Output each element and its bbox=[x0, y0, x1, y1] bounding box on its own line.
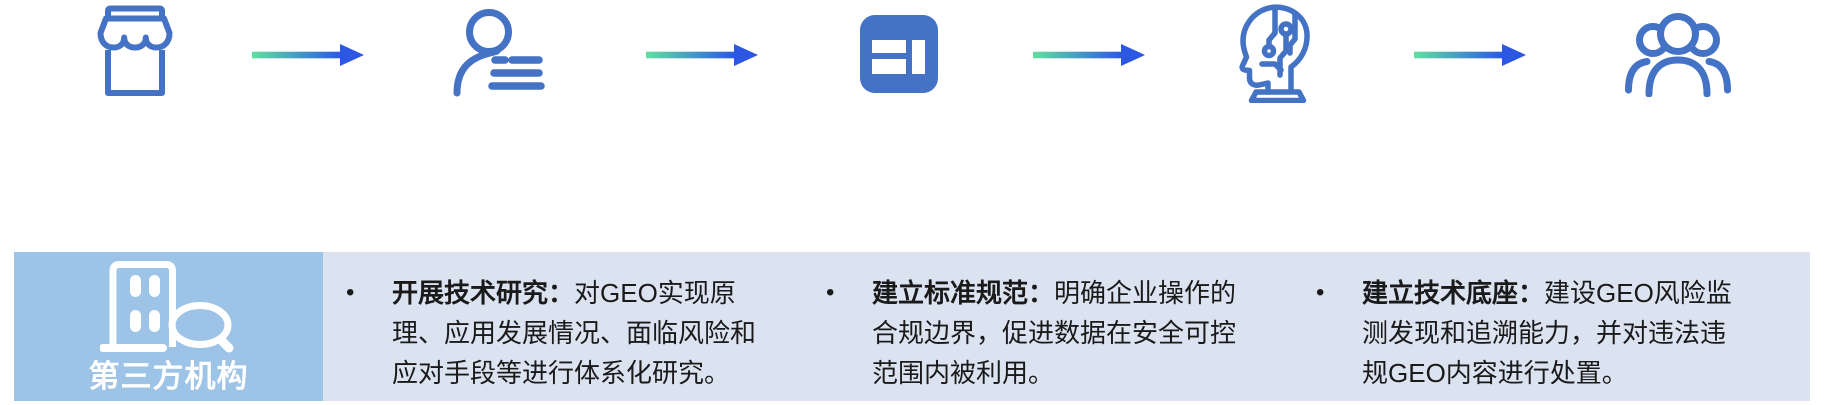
bullet-text: 建立标准规范：明确企业操作的合规边界，促进数据在安全可控范围内被利用。 bbox=[872, 273, 1248, 393]
ai-head-icon bbox=[1239, 4, 1310, 103]
bullet-body: 对GEO实现原理、应用发展情况、面临风险和应对手段等进行体系化研究。 bbox=[392, 278, 757, 388]
bullet-text: 建立技术底座：建设GEO风险监测发现和追溯能力，并对违法违规GEO内容进行处置。 bbox=[1362, 273, 1738, 393]
flow-arrow-4 bbox=[1414, 44, 1526, 66]
bullet-item-research: • 开展技术研究：对GEO实现原理、应用发展情况、面临风险和应对手段等进行体系化… bbox=[346, 273, 768, 393]
storefront-icon bbox=[97, 5, 173, 96]
bullet-item-tech-base: • 建立技术底座：建设GEO风险监测发现和追溯能力，并对违法违规GEO内容进行处… bbox=[1316, 273, 1738, 393]
browser-window-icon bbox=[860, 15, 938, 93]
bullet-marker: • bbox=[826, 279, 835, 306]
flow-arrow-3 bbox=[1033, 44, 1145, 66]
bullet-marker: • bbox=[1316, 279, 1325, 306]
user-list-icon bbox=[453, 9, 545, 97]
bullet-item-standards: • 建立标准规范：明确企业操作的合规边界，促进数据在安全可控范围内被利用。 bbox=[826, 273, 1248, 393]
third-party-panel: 第三方机构 bbox=[14, 252, 323, 401]
panel-title: 第三方机构 bbox=[88, 359, 249, 394]
flow-arrow-2 bbox=[646, 44, 758, 66]
building-search-icon bbox=[100, 261, 234, 353]
bullet-lead: 开展技术研究： bbox=[392, 278, 575, 308]
flow-arrow-1 bbox=[252, 44, 364, 66]
bullet-lead: 建立技术底座： bbox=[1362, 278, 1545, 308]
bullet-body: 建设GEO风险监测发现和追溯能力，并对违法违规GEO内容进行处置。 bbox=[1362, 278, 1732, 388]
bullet-body: 明确企业操作的合规边界，促进数据在安全可控范围内被利用。 bbox=[872, 278, 1237, 388]
bullet-lead: 建立标准规范： bbox=[872, 278, 1055, 308]
bullet-text: 开展技术研究：对GEO实现原理、应用发展情况、面临风险和应对手段等进行体系化研究… bbox=[392, 273, 768, 393]
info-strip: 第三方机构 • 开展技术研究：对GEO实现原理、应用发展情况、面临风险和应对手段… bbox=[14, 252, 1810, 401]
bullet-marker: • bbox=[346, 279, 355, 306]
user-group-icon bbox=[1625, 13, 1731, 97]
